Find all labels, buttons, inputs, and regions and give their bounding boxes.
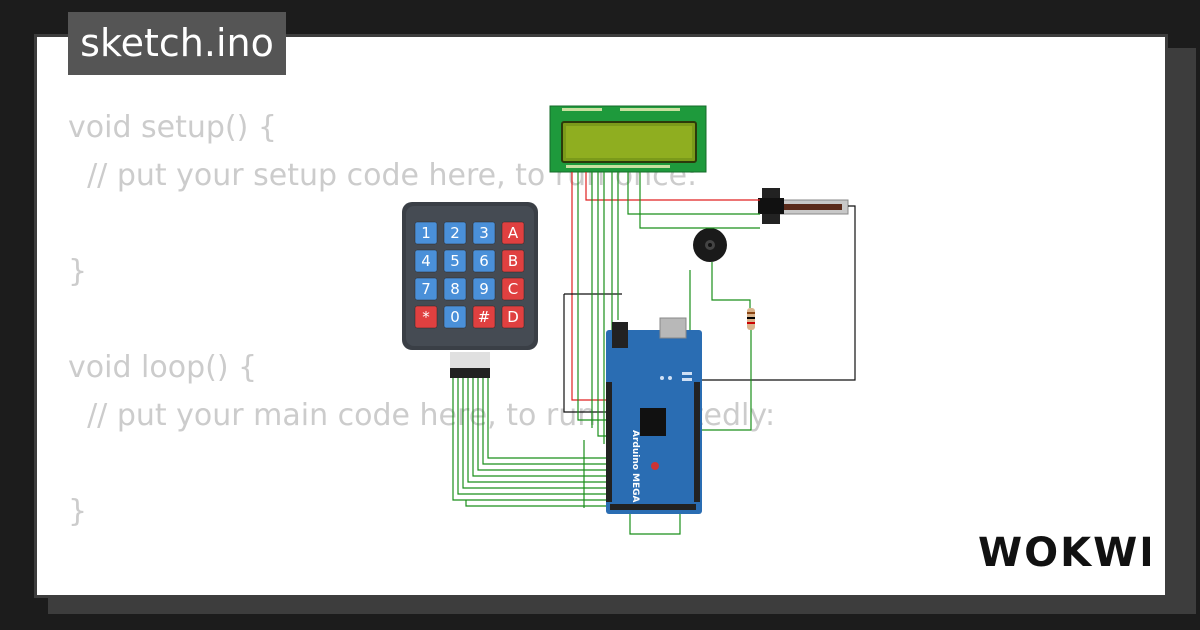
keypad-key-label: 3 bbox=[479, 224, 489, 242]
keypad-key[interactable]: 8 bbox=[443, 277, 467, 301]
resistor[interactable] bbox=[747, 308, 755, 330]
keypad-key-label: 6 bbox=[479, 252, 489, 270]
code-line: } bbox=[68, 494, 88, 529]
keypad-key[interactable]: 6 bbox=[472, 249, 496, 273]
keypad-key[interactable]: 7 bbox=[414, 277, 438, 301]
keypad-key[interactable]: D bbox=[501, 305, 525, 329]
keypad[interactable]: 1 2 3 A 4 5 6 B 7 8 9 C * 0 # D bbox=[402, 202, 538, 378]
keypad-key-label: D bbox=[507, 308, 519, 326]
keypad-key[interactable]: 3 bbox=[472, 221, 496, 245]
keypad-key-label: 0 bbox=[450, 308, 460, 326]
lcd-display[interactable] bbox=[549, 105, 707, 173]
keypad-key-label: 1 bbox=[421, 224, 431, 242]
brand-logo-text: WOKWI bbox=[978, 530, 1150, 576]
code-line: void setup() { bbox=[68, 110, 277, 145]
keypad-key-label: A bbox=[508, 224, 519, 242]
keypad-key-label: 2 bbox=[450, 224, 460, 242]
file-tab[interactable]: sketch.ino bbox=[68, 12, 286, 75]
potentiometer[interactable] bbox=[758, 188, 849, 224]
keypad-key[interactable]: A bbox=[501, 221, 525, 245]
code-line: } bbox=[68, 254, 88, 289]
keypad-key-label: B bbox=[508, 252, 518, 270]
keypad-key[interactable]: 4 bbox=[414, 249, 438, 273]
wires bbox=[452, 172, 856, 535]
wokwi-logo: WOKWI bbox=[978, 530, 1150, 576]
keypad-key[interactable]: 0 bbox=[443, 305, 467, 329]
keypad-key[interactable]: C bbox=[501, 277, 525, 301]
keypad-key[interactable]: # bbox=[472, 305, 496, 329]
keypad-key[interactable]: 1 bbox=[414, 221, 438, 245]
keypad-key-label: 8 bbox=[450, 280, 460, 298]
keypad-key-label: # bbox=[478, 308, 491, 326]
buzzer[interactable] bbox=[693, 228, 727, 262]
keypad-key[interactable]: 2 bbox=[443, 221, 467, 245]
keypad-key-label: 9 bbox=[479, 280, 489, 298]
keypad-key-label: 7 bbox=[421, 280, 431, 298]
keypad-key[interactable]: 5 bbox=[443, 249, 467, 273]
keypad-key[interactable]: * bbox=[414, 305, 438, 329]
keypad-key-label: * bbox=[422, 308, 430, 326]
keypad-key[interactable]: B bbox=[501, 249, 525, 273]
keypad-key-label: C bbox=[508, 280, 518, 298]
keypad-key-label: 5 bbox=[450, 252, 460, 270]
keypad-key-label: 4 bbox=[421, 252, 431, 270]
board-label: Arduino MEGA bbox=[630, 430, 640, 503]
code-line: void loop() { bbox=[68, 350, 258, 385]
keypad-key[interactable]: 9 bbox=[472, 277, 496, 301]
arduino-mega-board[interactable]: Arduino MEGA bbox=[606, 317, 702, 514]
